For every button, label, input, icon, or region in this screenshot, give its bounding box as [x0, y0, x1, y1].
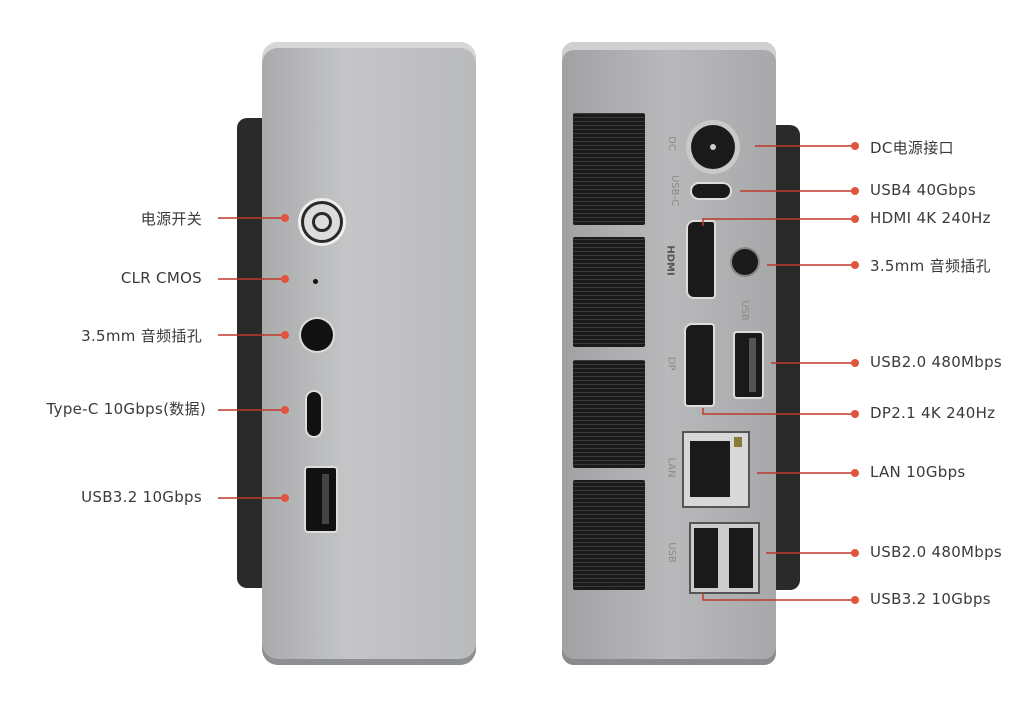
leader-dot — [851, 469, 859, 477]
displayport-port — [686, 325, 713, 405]
audio-jack-front — [301, 319, 333, 351]
label-usb2-single: USB2.0 480Mbps — [870, 353, 1003, 371]
leader-dot — [281, 214, 289, 222]
label-type-c-front: Type-C 10Gbps(数据) — [46, 400, 206, 418]
power-button — [301, 201, 343, 243]
label-usb2-dual: USB2.0 480Mbps — [870, 543, 1003, 561]
leader-dot — [281, 331, 289, 339]
label-dc-power: DC电源接口 — [870, 139, 954, 157]
leader-dot — [851, 410, 859, 418]
usb4-type-c-port — [692, 184, 730, 198]
label-usb32-front: USB3.2 10Gbps — [81, 488, 202, 506]
leader-dot — [851, 549, 859, 557]
leader-dot — [281, 494, 289, 502]
label-usb32-rear: USB3.2 10Gbps — [870, 590, 991, 608]
leader-line — [702, 408, 855, 415]
leader-dot — [281, 275, 289, 283]
dc-jack — [691, 125, 735, 169]
leader-dot — [851, 142, 859, 150]
clr-cmos-hole — [313, 279, 318, 284]
leader-dot — [851, 596, 859, 604]
audio-jack-rear — [732, 249, 758, 275]
label-audio-jack-rear: 3.5mm 音频插孔 — [870, 257, 991, 275]
vent-4 — [573, 480, 645, 590]
front-device-body — [262, 42, 476, 665]
label-audio-jack-front: 3.5mm 音频插孔 — [81, 327, 202, 345]
label-hdmi: HDMI 4K 240Hz — [870, 209, 991, 227]
usb2-port-single — [735, 333, 762, 397]
vent-2 — [573, 237, 645, 347]
vent-3 — [573, 360, 645, 468]
leader-dot — [851, 215, 859, 223]
leader-line — [702, 593, 855, 601]
label-dp: DP2.1 4K 240Hz — [870, 404, 996, 422]
usb-ports-dual — [689, 522, 760, 594]
leader-line — [702, 218, 855, 226]
vent-1 — [573, 113, 645, 225]
leader-dot — [851, 359, 859, 367]
type-c-port-front — [307, 392, 321, 436]
lan-port — [682, 431, 750, 508]
label-power-switch: 电源开关 — [140, 210, 202, 228]
leader-dot — [281, 406, 289, 414]
label-usb4: USB4 40Gbps — [870, 181, 976, 199]
leader-dot — [851, 187, 859, 195]
leader-dot — [851, 261, 859, 269]
label-clr-cmos: CLR CMOS — [120, 269, 202, 287]
usb-a-port-front — [306, 468, 336, 531]
label-lan: LAN 10Gbps — [870, 463, 966, 481]
hdmi-port — [688, 222, 714, 297]
